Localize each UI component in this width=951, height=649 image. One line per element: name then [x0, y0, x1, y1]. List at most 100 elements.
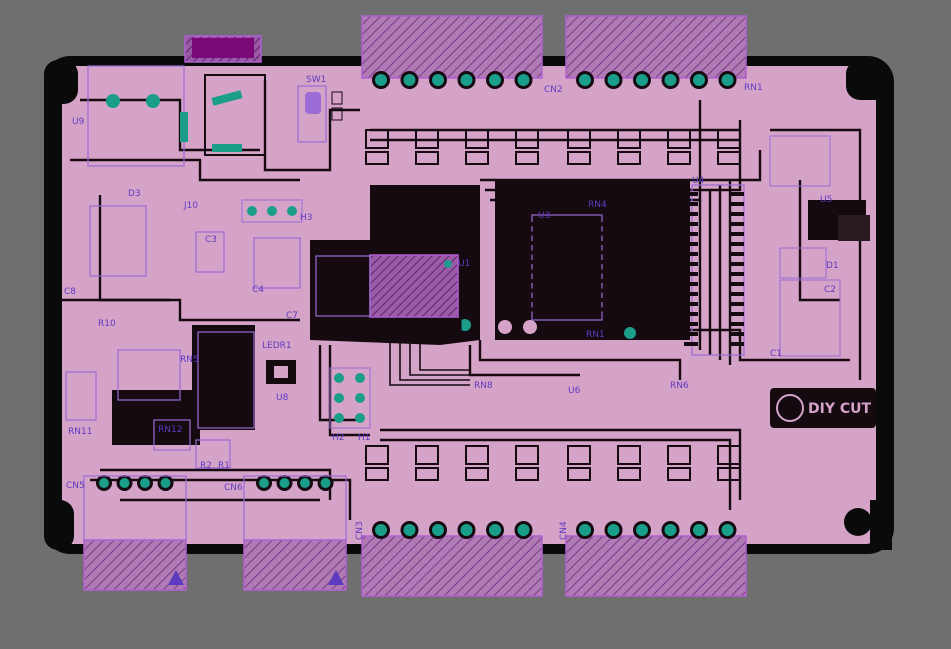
- header-pad: [99, 478, 109, 488]
- ic-pin: [524, 307, 538, 312]
- transistor-tab: [567, 467, 591, 481]
- header-pad: [721, 74, 734, 86]
- transistor-footprint: [415, 129, 439, 149]
- ic-pin: [600, 279, 614, 283]
- ic-pin: [730, 252, 744, 256]
- ic-pin: [362, 318, 367, 332]
- transistor-tab: [365, 151, 389, 165]
- header-pad: [579, 524, 591, 536]
- ic-pin: [730, 202, 744, 206]
- ic-pin: [524, 298, 538, 302]
- transistor-footprint: [515, 445, 539, 465]
- ic-pin: [730, 342, 744, 346]
- ic-pin: [383, 232, 387, 252]
- ic-pin: [524, 279, 538, 283]
- label-c8: C8: [64, 287, 76, 297]
- label-h3: H3: [300, 213, 313, 223]
- transistor-footprint: [515, 129, 539, 149]
- ic-pin: [600, 307, 614, 312]
- ic-pin: [423, 232, 427, 252]
- ic-pin: [457, 318, 462, 332]
- ic-pin: [600, 222, 614, 226]
- header-pad: [300, 478, 310, 488]
- ic-pin: [524, 288, 538, 293]
- refdes-labels: U9 D3 SW1 J10 C3 C4 C7 C8 H3 CN2 RN1 RN4…: [64, 75, 839, 540]
- transistor-footprint: [567, 445, 591, 465]
- transistor-tab: [415, 151, 439, 165]
- ic-pin: [429, 318, 433, 332]
- header-pad: [517, 524, 530, 536]
- ic-pin: [684, 212, 698, 216]
- transistor-footprint: [667, 445, 691, 465]
- transistor-tab: [465, 151, 489, 165]
- ic-pin: [730, 232, 744, 236]
- traces-parallel: [389, 204, 601, 386]
- label-h2: H2: [332, 433, 345, 443]
- label-u3: U3: [538, 211, 550, 221]
- label-rn12: RN12: [158, 425, 182, 435]
- transistor-tab: [465, 467, 489, 481]
- label-cn4: CN4: [559, 521, 569, 540]
- transistor-tab: [515, 151, 539, 165]
- label-r1: R1: [218, 461, 230, 471]
- transistor-footprint: [617, 445, 641, 465]
- headers-h1-h2: [329, 367, 371, 429]
- label-rn4: RN4: [588, 200, 607, 210]
- capacitors-right: [769, 135, 870, 357]
- transistor-tab: [717, 151, 741, 165]
- label-d3: D3: [128, 189, 141, 199]
- ic-pin: [684, 292, 698, 296]
- header-pad: [403, 524, 416, 536]
- transistor-footprints-bottom: [365, 445, 741, 481]
- transistor-footprint: [365, 445, 389, 465]
- ic-pin: [524, 222, 538, 226]
- usb-connector-keepout: [184, 35, 262, 63]
- ic-pin: [600, 269, 614, 274]
- transistor-tab: [365, 467, 389, 481]
- ic-pin: [600, 250, 614, 255]
- header-pad: [579, 74, 591, 86]
- header-pads-cn4: [576, 521, 737, 539]
- transistor-footprint: [465, 129, 489, 149]
- ic-pin: [375, 232, 379, 252]
- ic-pin: [315, 318, 319, 332]
- ic-pin: [684, 222, 698, 226]
- label-rn1-top: RN1: [744, 83, 763, 93]
- ic-pin: [372, 318, 376, 332]
- ic-pin: [684, 322, 698, 326]
- ic-pin: [600, 288, 614, 293]
- label-rn11: RN11: [68, 427, 92, 437]
- ic-pin: [684, 312, 698, 316]
- header-pad: [460, 524, 473, 536]
- logo-text: DIY CUT: [808, 401, 871, 417]
- label-u4: U4: [692, 176, 705, 186]
- ic-pin: [730, 272, 744, 276]
- ic-u8: [266, 360, 296, 384]
- ic-pin: [524, 260, 538, 264]
- header-pad: [693, 524, 705, 536]
- header-pad: [140, 478, 150, 488]
- ic-pin: [730, 332, 744, 336]
- ic-pin: [448, 318, 452, 332]
- transistor-tab: [515, 467, 539, 481]
- transistor-tab: [717, 467, 741, 481]
- ic-pin: [684, 262, 698, 266]
- ic-pin: [400, 318, 405, 332]
- transistor-footprint: [465, 445, 489, 465]
- power-jack-u9: [87, 65, 266, 167]
- ic-u3: [498, 214, 636, 339]
- header-pad: [607, 524, 620, 536]
- header-pad: [636, 74, 648, 86]
- transistor-footprint: [365, 129, 389, 149]
- header-pad: [693, 74, 705, 86]
- header-pads-cn6: [256, 475, 334, 491]
- header-pad: [664, 74, 677, 86]
- header-pad: [279, 478, 290, 488]
- header-pad: [375, 524, 387, 536]
- header-pad: [489, 524, 501, 536]
- ic-pin: [524, 231, 538, 236]
- ic-pin: [524, 269, 538, 274]
- ic-pin: [419, 318, 424, 332]
